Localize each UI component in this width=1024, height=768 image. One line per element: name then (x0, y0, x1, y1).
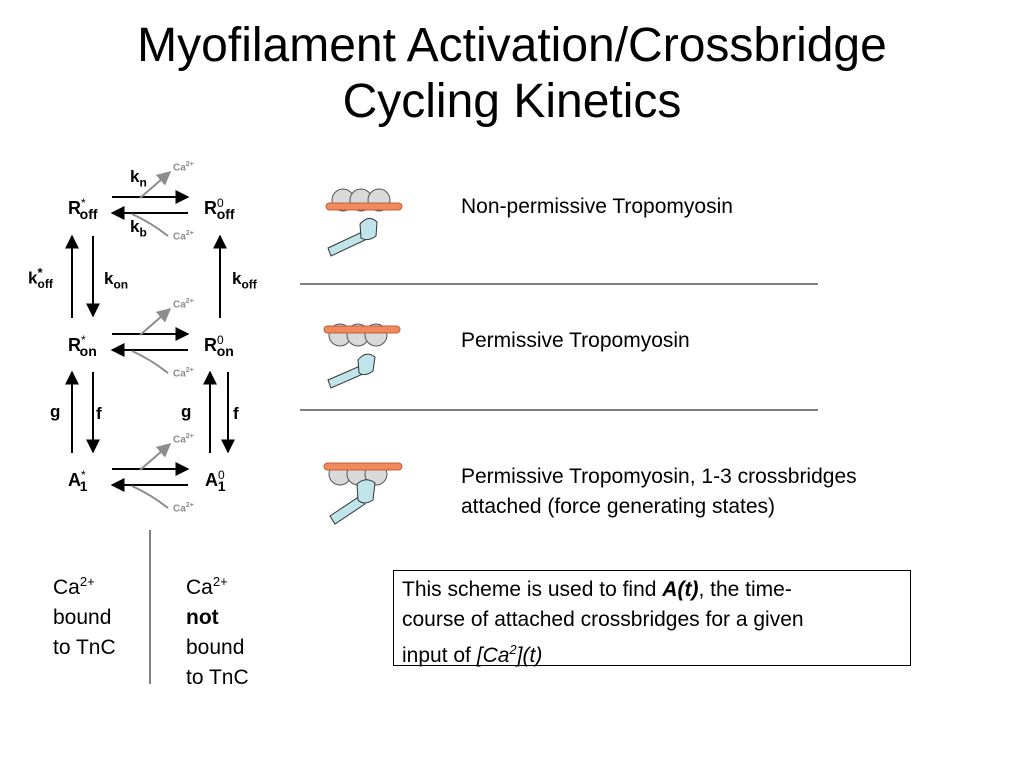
illustration-attached-crossbridge (323, 462, 403, 525)
legend-ca-not-bound: Ca2+ not bound to TnC (186, 574, 249, 689)
state-a1-star: A*1 (68, 468, 88, 494)
rate-kb: kb (130, 217, 147, 240)
rate-f-right: f (233, 404, 239, 423)
description-non-permissive: Non-permissive Tropomyosin (461, 195, 733, 218)
illustration-permissive (323, 323, 401, 389)
description-permissive: Permissive Tropomyosin (461, 329, 690, 352)
note-box: This scheme is used to find A(t), the ti… (393, 570, 911, 667)
ca-arrow-row1-bottom (131, 213, 169, 237)
rate-g-left: g (50, 402, 61, 421)
ca-label-row3-bottom: Ca2+ (173, 502, 194, 515)
ca-arrow-row1-top (139, 171, 172, 199)
rate-kon: kon (104, 269, 129, 292)
ca-arrow-row2-top (139, 308, 172, 336)
title-line-1: Myofilament Activation/Crossbridge (137, 19, 887, 72)
slide-title: Myofilament Activation/Crossbridge Cycli… (0, 18, 1024, 130)
ca-arrow-row3-bottom (131, 485, 169, 509)
legend-ca-bound: Ca2+ bound to TnC (53, 574, 116, 659)
ca-label-row1-top: Ca2+ (173, 161, 194, 174)
ca-label-row2-top: Ca2+ (173, 298, 194, 311)
ca-label-row3-top: Ca2+ (173, 433, 194, 446)
rate-koff: koff (232, 269, 257, 292)
title-line-2: Cycling Kinetics (342, 75, 682, 128)
rate-f-left: f (96, 404, 102, 423)
state-r-on-zero: R0on (204, 333, 234, 359)
state-a1-zero: A01 (205, 468, 226, 494)
ca-arrow-row2-bottom (131, 350, 169, 374)
state-r-off-star: R*off (68, 196, 98, 222)
description-attached: Permissive Tropomyosin, 1-3 crossbridges… (461, 462, 857, 522)
state-r-off-zero: R0off (204, 196, 235, 222)
description-attached-line-2: attached (force generating states) (461, 495, 776, 518)
ca-label-row2-bottom: Ca2+ (173, 367, 194, 380)
ca-arrow-row3-top (139, 443, 172, 471)
ca-label-row1-bottom: Ca2+ (173, 230, 194, 243)
state-r-on-star: R*on (68, 333, 97, 359)
description-attached-line-1: Permissive Tropomyosin, 1-3 crossbridges (461, 465, 857, 488)
illustration-non-permissive (325, 188, 403, 257)
rate-koff-star: k*off (28, 265, 53, 292)
rate-kn: kn (130, 167, 147, 190)
rate-g-right: g (181, 402, 192, 421)
